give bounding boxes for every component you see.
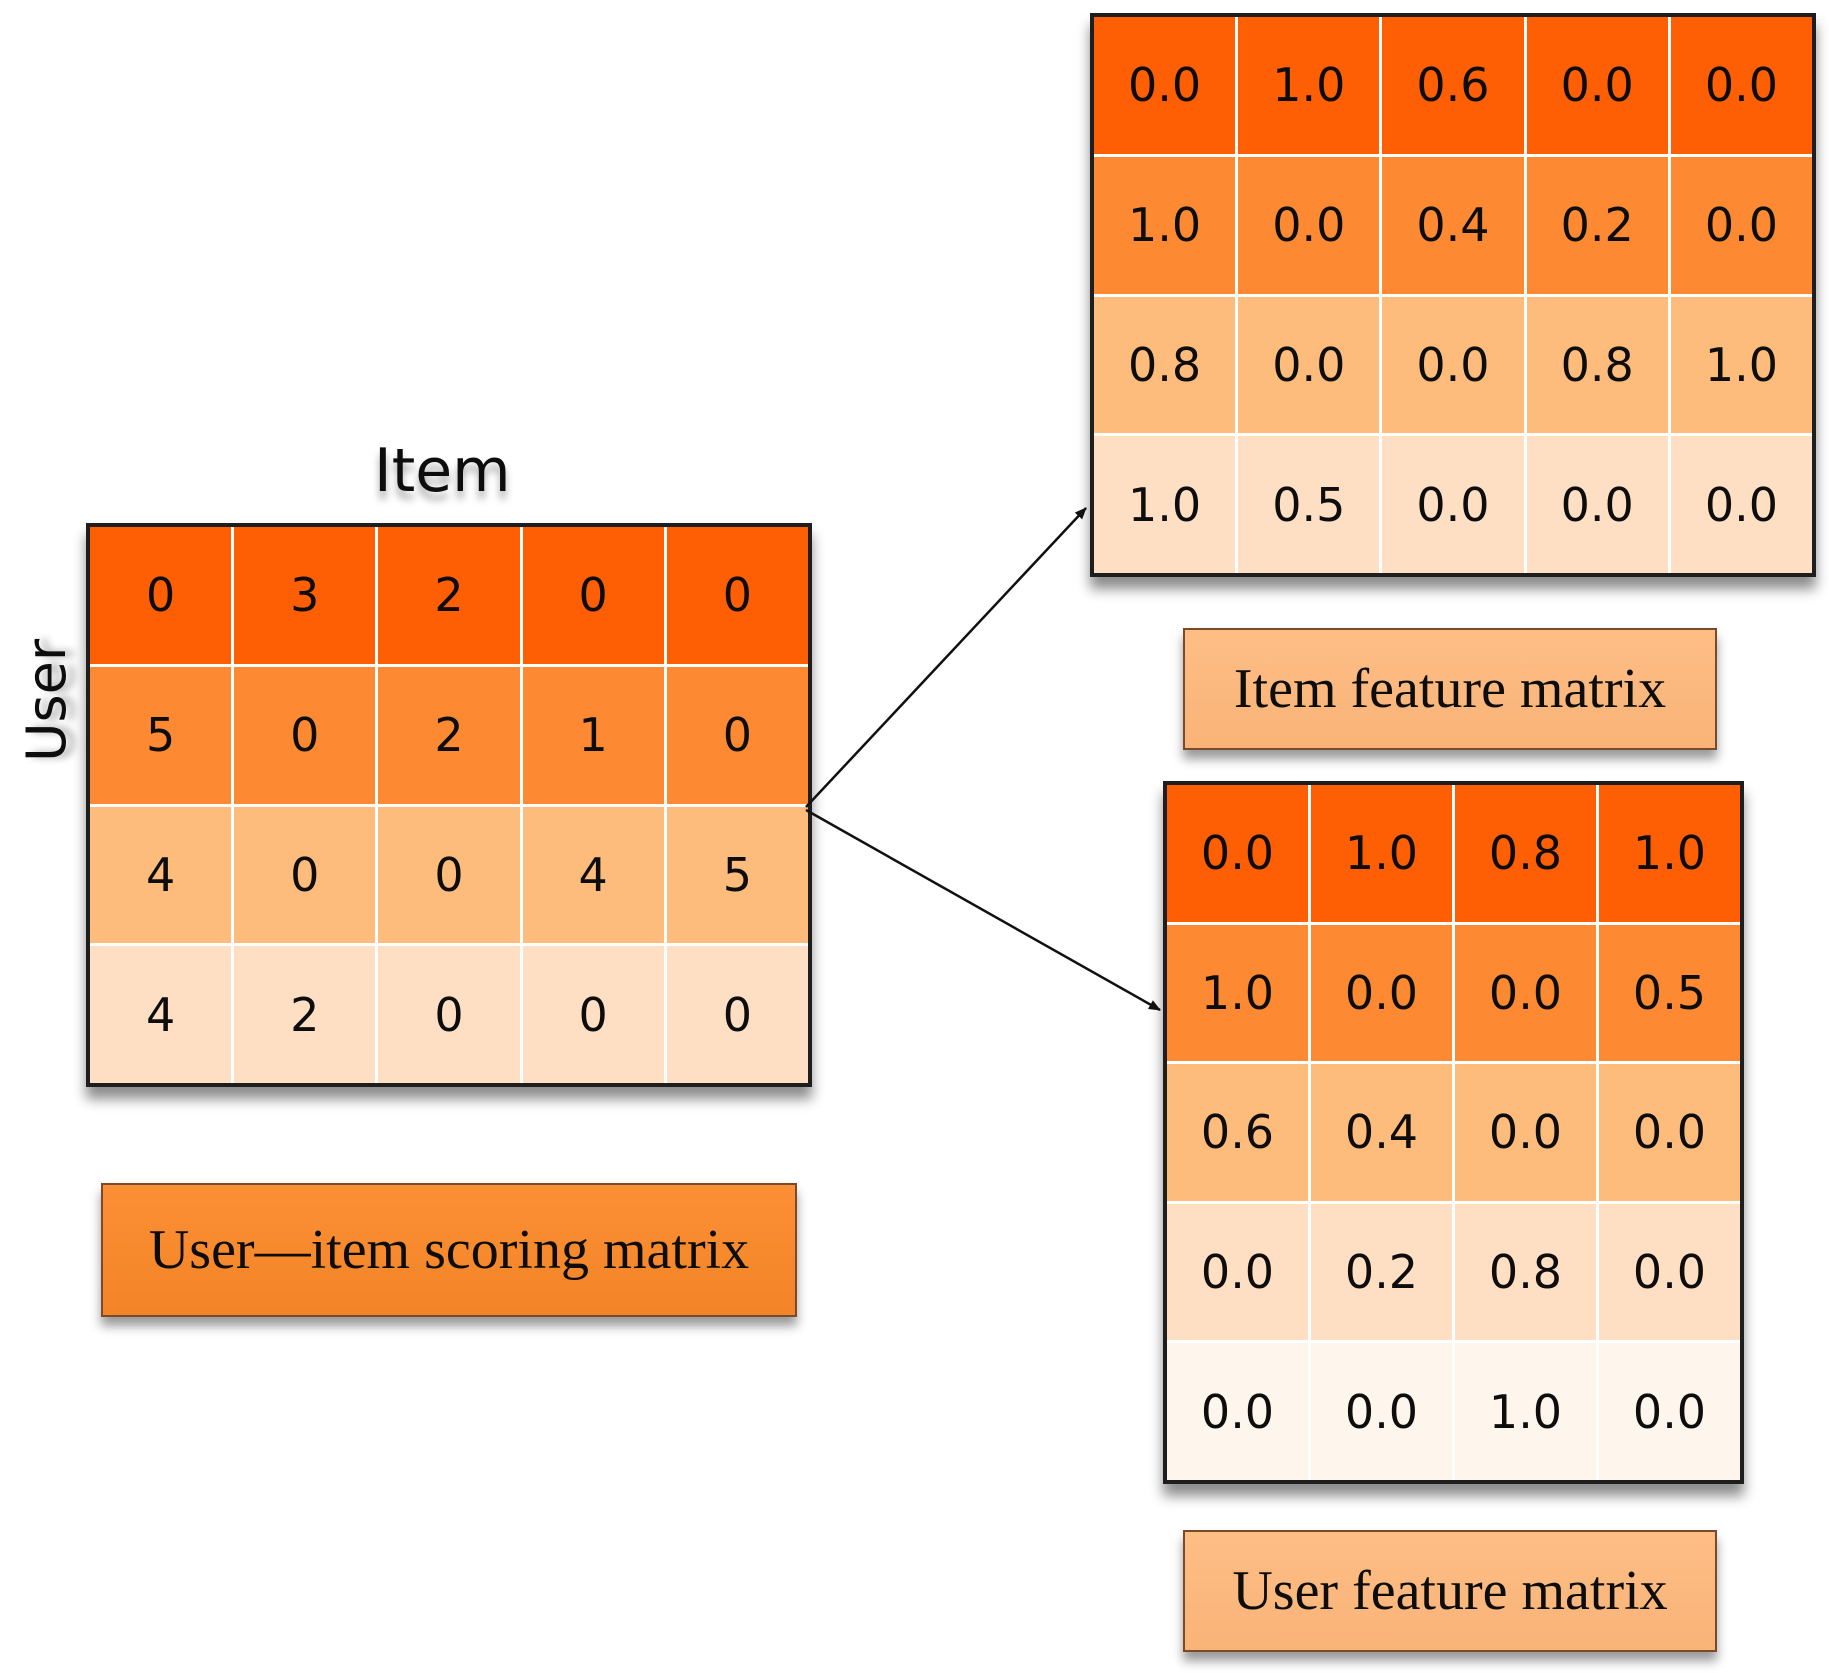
- matrix-cell: 0: [522, 527, 664, 664]
- matrix-cell: 0.0: [1526, 17, 1668, 154]
- matrix-cell: 0.5: [1238, 436, 1380, 573]
- matrix-cell: 5: [666, 806, 808, 944]
- matrix-cell: 3: [234, 527, 376, 664]
- matrix-cell: 0.4: [1382, 156, 1524, 294]
- matrix-cell: 0.0: [1167, 1343, 1308, 1480]
- matrix-cell: 1.0: [1599, 785, 1740, 922]
- matrix-cell: 0.0: [1238, 156, 1380, 294]
- matrix-cell: 1.0: [1670, 296, 1812, 434]
- matrix-cell: 0.0: [1455, 924, 1596, 1062]
- matrix-cell: 0.0: [1670, 156, 1812, 294]
- user-axis-label: User: [15, 638, 78, 762]
- matrix-cell: 2: [378, 666, 520, 804]
- matrix-cell: 0.8: [1455, 785, 1596, 922]
- matrix-cell: 1: [522, 666, 664, 804]
- matrix-cell: 0.6: [1382, 17, 1524, 154]
- matrix-cell: 0.5: [1599, 924, 1740, 1062]
- matrix-cell: 0.0: [1382, 436, 1524, 573]
- matrix-cell: 0.0: [1167, 785, 1308, 922]
- matrix-cell: 0.6: [1167, 1064, 1308, 1201]
- matrix-cell: 0.8: [1094, 296, 1236, 434]
- matrix-cell: 1.0: [1238, 17, 1380, 154]
- matrix-cell: 0.0: [1599, 1343, 1740, 1480]
- matrix-cell: 0: [666, 666, 808, 804]
- matrix-cell: 0: [378, 946, 520, 1083]
- matrix-cell: 1.0: [1311, 785, 1452, 922]
- item-feature-matrix-caption: Item feature matrix: [1183, 628, 1717, 750]
- matrix-cell: 0.8: [1526, 296, 1668, 434]
- matrix-cell: 1.0: [1167, 924, 1308, 1062]
- matrix-cell: 0.0: [1455, 1064, 1596, 1201]
- matrix-cell: 0.8: [1455, 1203, 1596, 1341]
- matrix-cell: 2: [378, 527, 520, 664]
- matrix-cell: 0.0: [1094, 17, 1236, 154]
- user-item-scoring-matrix-caption: User—item scoring matrix: [101, 1183, 797, 1317]
- matrix-cell: 0.0: [1599, 1064, 1740, 1201]
- matrix-cell: 0.0: [1670, 17, 1812, 154]
- matrix-cell: 0.0: [1670, 436, 1812, 573]
- matrix-cell: 0: [666, 946, 808, 1083]
- matrix-cell: 0.4: [1311, 1064, 1452, 1201]
- matrix-cell: 0.2: [1311, 1203, 1452, 1341]
- matrix-cell: 0: [666, 527, 808, 664]
- matrix-cell: 1.0: [1094, 436, 1236, 573]
- matrix-cell: 0.0: [1311, 1343, 1452, 1480]
- matrix-cell: 4: [90, 946, 232, 1083]
- arrow-to-item-feature-matrix: [805, 507, 1087, 808]
- user-feature-matrix-caption: User feature matrix: [1183, 1530, 1717, 1652]
- matrix-cell: 4: [90, 806, 232, 944]
- matrix-cell: 1.0: [1094, 156, 1236, 294]
- matrix-cell: 1.0: [1455, 1343, 1596, 1480]
- matrix-cell: 0.2: [1526, 156, 1668, 294]
- arrow-to-user-feature-matrix: [805, 808, 1161, 1012]
- matrix-cell: 0: [90, 527, 232, 664]
- matrix-cell: 0: [234, 806, 376, 944]
- matrix-cell: 0: [522, 946, 664, 1083]
- matrix-cell: 0: [378, 806, 520, 944]
- matrix-cell: 0.0: [1167, 1203, 1308, 1341]
- matrix-cell: 0.0: [1311, 924, 1452, 1062]
- matrix-cell: 0.0: [1599, 1203, 1740, 1341]
- matrix-cell: 0.0: [1382, 296, 1524, 434]
- matrix-cell: 0.0: [1526, 436, 1668, 573]
- item-axis-label: Item: [374, 436, 511, 506]
- matrix-cell: 2: [234, 946, 376, 1083]
- matrix-cell: 0: [234, 666, 376, 804]
- matrix-cell: 5: [90, 666, 232, 804]
- matrix-cell: 4: [522, 806, 664, 944]
- matrix-cell: 0.0: [1238, 296, 1380, 434]
